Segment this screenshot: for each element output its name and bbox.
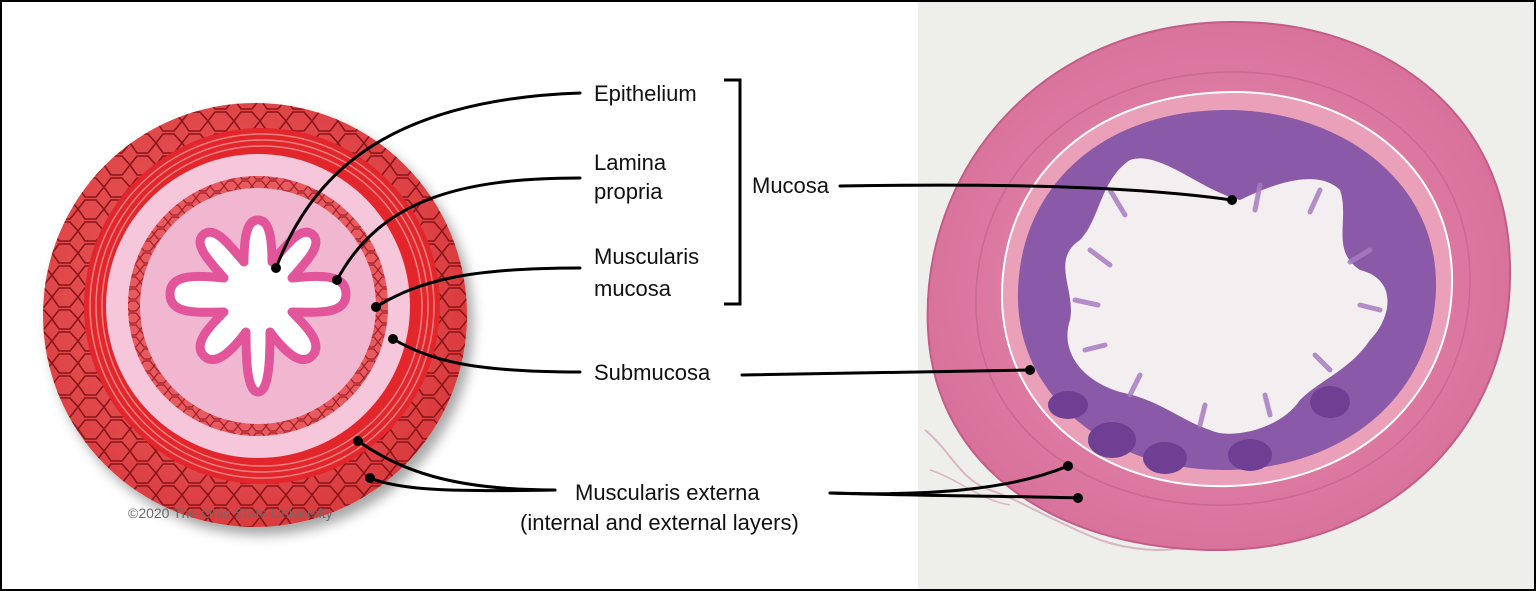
mucosa-bracket	[724, 78, 742, 306]
copyright-text: ©2020 The Ohio State University	[128, 505, 333, 521]
label-musc-mucosa-1: Muscularis	[594, 244, 699, 269]
leader-histo-submucosa	[740, 368, 1032, 377]
dot-histo-submucosa	[1025, 365, 1035, 375]
label-lamina-1: Lamina	[594, 150, 667, 175]
label-mucosa: Mucosa	[752, 173, 830, 198]
label-musc-externa-2: (internal and external layers)	[520, 510, 799, 535]
label-musc-externa-1: Muscularis externa	[575, 480, 760, 505]
dot-histo-musc-ext-inner	[1063, 461, 1073, 471]
label-musc-mucosa-2: mucosa	[594, 276, 672, 301]
leader-epithelium	[274, 91, 582, 270]
epithelium-folds	[165, 215, 351, 397]
dot-histo-musc-ext-outer	[1073, 493, 1083, 503]
leader-mucosa	[838, 183, 1234, 202]
label-submucosa: Submucosa	[594, 360, 711, 385]
schematic-cross-section: ©2020 The Ohio State University	[43, 103, 467, 527]
label-epithelium: Epithelium	[594, 81, 697, 106]
leader-musc-mucosa	[374, 266, 582, 309]
leader-musc-ext-b	[368, 476, 557, 493]
leader-lamina	[335, 176, 582, 282]
leader-histo-musc-ext-b	[828, 491, 1080, 500]
dot-histo-mucosa	[1227, 195, 1237, 205]
histo-lumen	[1065, 158, 1388, 434]
label-lamina-2: propria	[594, 179, 663, 204]
leader-submucosa	[391, 337, 582, 374]
